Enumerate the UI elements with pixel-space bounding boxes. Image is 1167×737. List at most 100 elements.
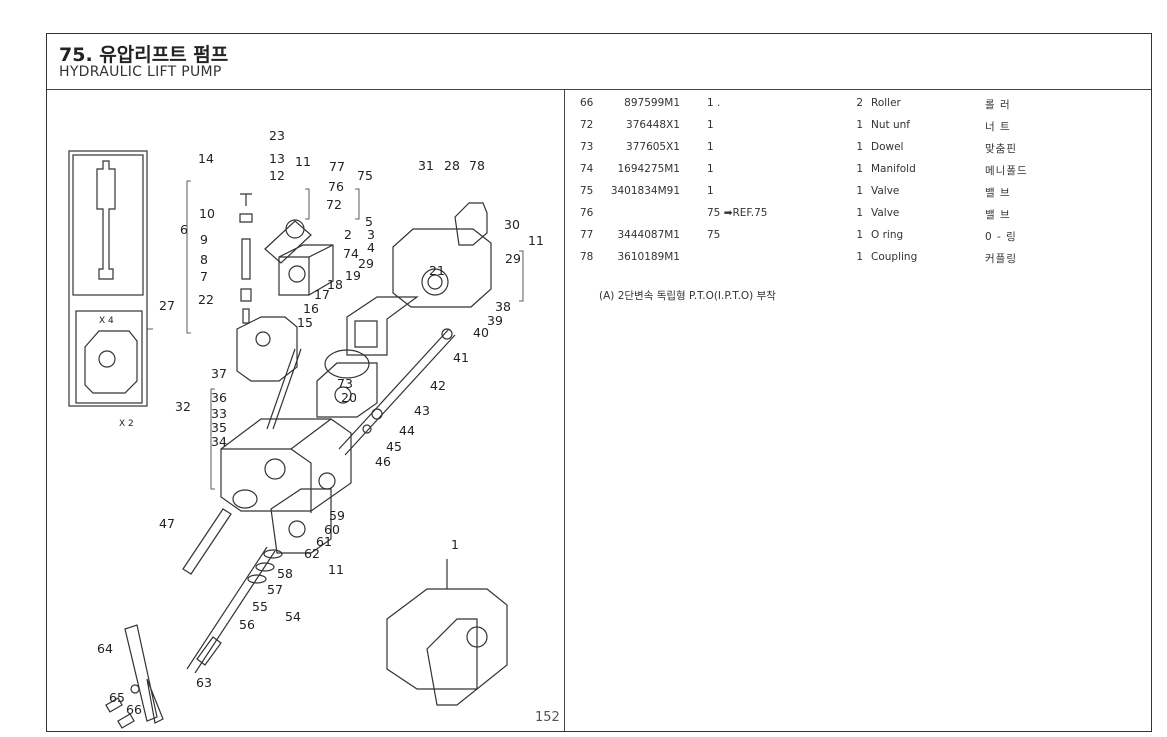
callout-31: 31: [418, 158, 434, 173]
callout-45: 45: [386, 439, 402, 454]
part-number: 3401834M91: [610, 185, 680, 197]
callout-63: 63: [196, 675, 212, 690]
callout-57: 57: [267, 582, 283, 597]
part-number: 377605X1: [626, 141, 680, 153]
description: Dowel: [871, 141, 904, 153]
callout-65: 65: [109, 690, 125, 705]
callout-28: 28: [444, 158, 460, 173]
quantity: 1: [856, 251, 863, 263]
footnote: (A) 2단변속 독립형 P.T.O(I.P.T.O) 부착: [599, 290, 776, 302]
part-note: 1: [707, 163, 714, 175]
callout-55: 55: [252, 599, 268, 614]
inset-valve-panel: [72, 154, 144, 296]
inset-quantity-label-x4: X 4: [99, 316, 114, 326]
diagram-drawing: [68, 150, 524, 729]
ref-number: 66: [580, 97, 594, 109]
callout-29: 29: [358, 256, 374, 271]
quantity: 1: [856, 207, 863, 219]
page-number: 152: [535, 710, 560, 725]
callout-7: 7: [200, 269, 208, 284]
callout-27: 27: [159, 298, 175, 313]
callout-59: 59: [329, 508, 345, 523]
callout-21: 21: [429, 263, 445, 278]
description: Manifold: [871, 163, 916, 175]
callout-75: 75: [357, 168, 373, 183]
description: O ring: [871, 229, 904, 241]
callout-77: 77: [329, 159, 345, 174]
part-note: 75: [707, 229, 721, 241]
callout-20: 20: [341, 390, 357, 405]
part-note: 1: [707, 185, 714, 197]
description-korean: 맞춤핀: [985, 143, 1017, 155]
catalog-page: 75. 유압리프트 펌프 HYDRAULIC LIFT PUMP: [46, 33, 1152, 732]
callout-10: 10: [199, 206, 215, 221]
callout-42: 42: [430, 378, 446, 393]
callout-54: 54: [285, 609, 301, 624]
ref-number: 73: [580, 141, 594, 153]
quantity: 2: [856, 97, 863, 109]
callout-73: 73: [337, 376, 353, 391]
part-number: 3610189M1: [617, 251, 680, 263]
ref-number: 77: [580, 229, 594, 241]
callout-18: 18: [327, 277, 343, 292]
description: Roller: [871, 97, 901, 109]
callout-62: 62: [304, 546, 320, 561]
description-korean: 메니폴드: [985, 165, 1028, 177]
callout-15: 15: [297, 315, 313, 330]
description-korean: 밸 브: [985, 187, 1011, 199]
callout-35: 35: [211, 420, 227, 435]
ref-number: 76: [580, 207, 594, 219]
part-number: 897599M1: [624, 97, 680, 109]
callout-22: 22: [198, 292, 214, 307]
callout-56: 56: [239, 617, 255, 632]
ref-number: 72: [580, 119, 594, 131]
ref-number: 75: [580, 185, 594, 197]
quantity: 1: [856, 141, 863, 153]
title-bar: 75. 유압리프트 펌프 HYDRAULIC LIFT PUMP: [47, 34, 1151, 90]
quantity: 1: [856, 119, 863, 131]
callout-32: 32: [175, 399, 191, 414]
callout-29: 29: [505, 251, 521, 266]
callout-40: 40: [473, 325, 489, 340]
inset-quantity-label-x2: X 2: [119, 419, 134, 429]
callout-8: 8: [200, 252, 208, 267]
callout-16: 16: [303, 301, 319, 316]
callout-43: 43: [414, 403, 430, 418]
column-divider: [564, 89, 565, 731]
callout-64: 64: [97, 641, 113, 656]
callout-2: 2: [344, 227, 352, 242]
description: Valve: [871, 207, 900, 219]
description: Valve: [871, 185, 900, 197]
callout-44: 44: [399, 423, 415, 438]
callout-46: 46: [375, 454, 391, 469]
callout-11: 11: [295, 154, 311, 169]
quantity: 1: [856, 163, 863, 175]
part-number: 1694275M1: [617, 163, 680, 175]
callout-14: 14: [198, 151, 214, 166]
inset-box: [68, 150, 148, 407]
callout-47: 47: [159, 516, 175, 531]
callout-37: 37: [211, 366, 227, 381]
part-note: 1: [707, 141, 714, 153]
callout-19: 19: [345, 268, 361, 283]
callout-66: 66: [126, 702, 142, 717]
callout-60: 60: [324, 522, 340, 537]
callout-5: 5: [365, 214, 373, 229]
ref-number: 78: [580, 251, 594, 263]
callout-23: 23: [269, 128, 285, 143]
callout-30: 30: [504, 217, 520, 232]
parts-row: 73 377605X1 1 1 Dowel 맞춤핀: [565, 141, 1151, 161]
quantity: 1: [856, 229, 863, 241]
callout-12: 12: [269, 168, 285, 183]
callout-76: 76: [328, 179, 344, 194]
callout-61: 61: [316, 534, 332, 549]
description-korean: 롤 러: [985, 99, 1011, 111]
